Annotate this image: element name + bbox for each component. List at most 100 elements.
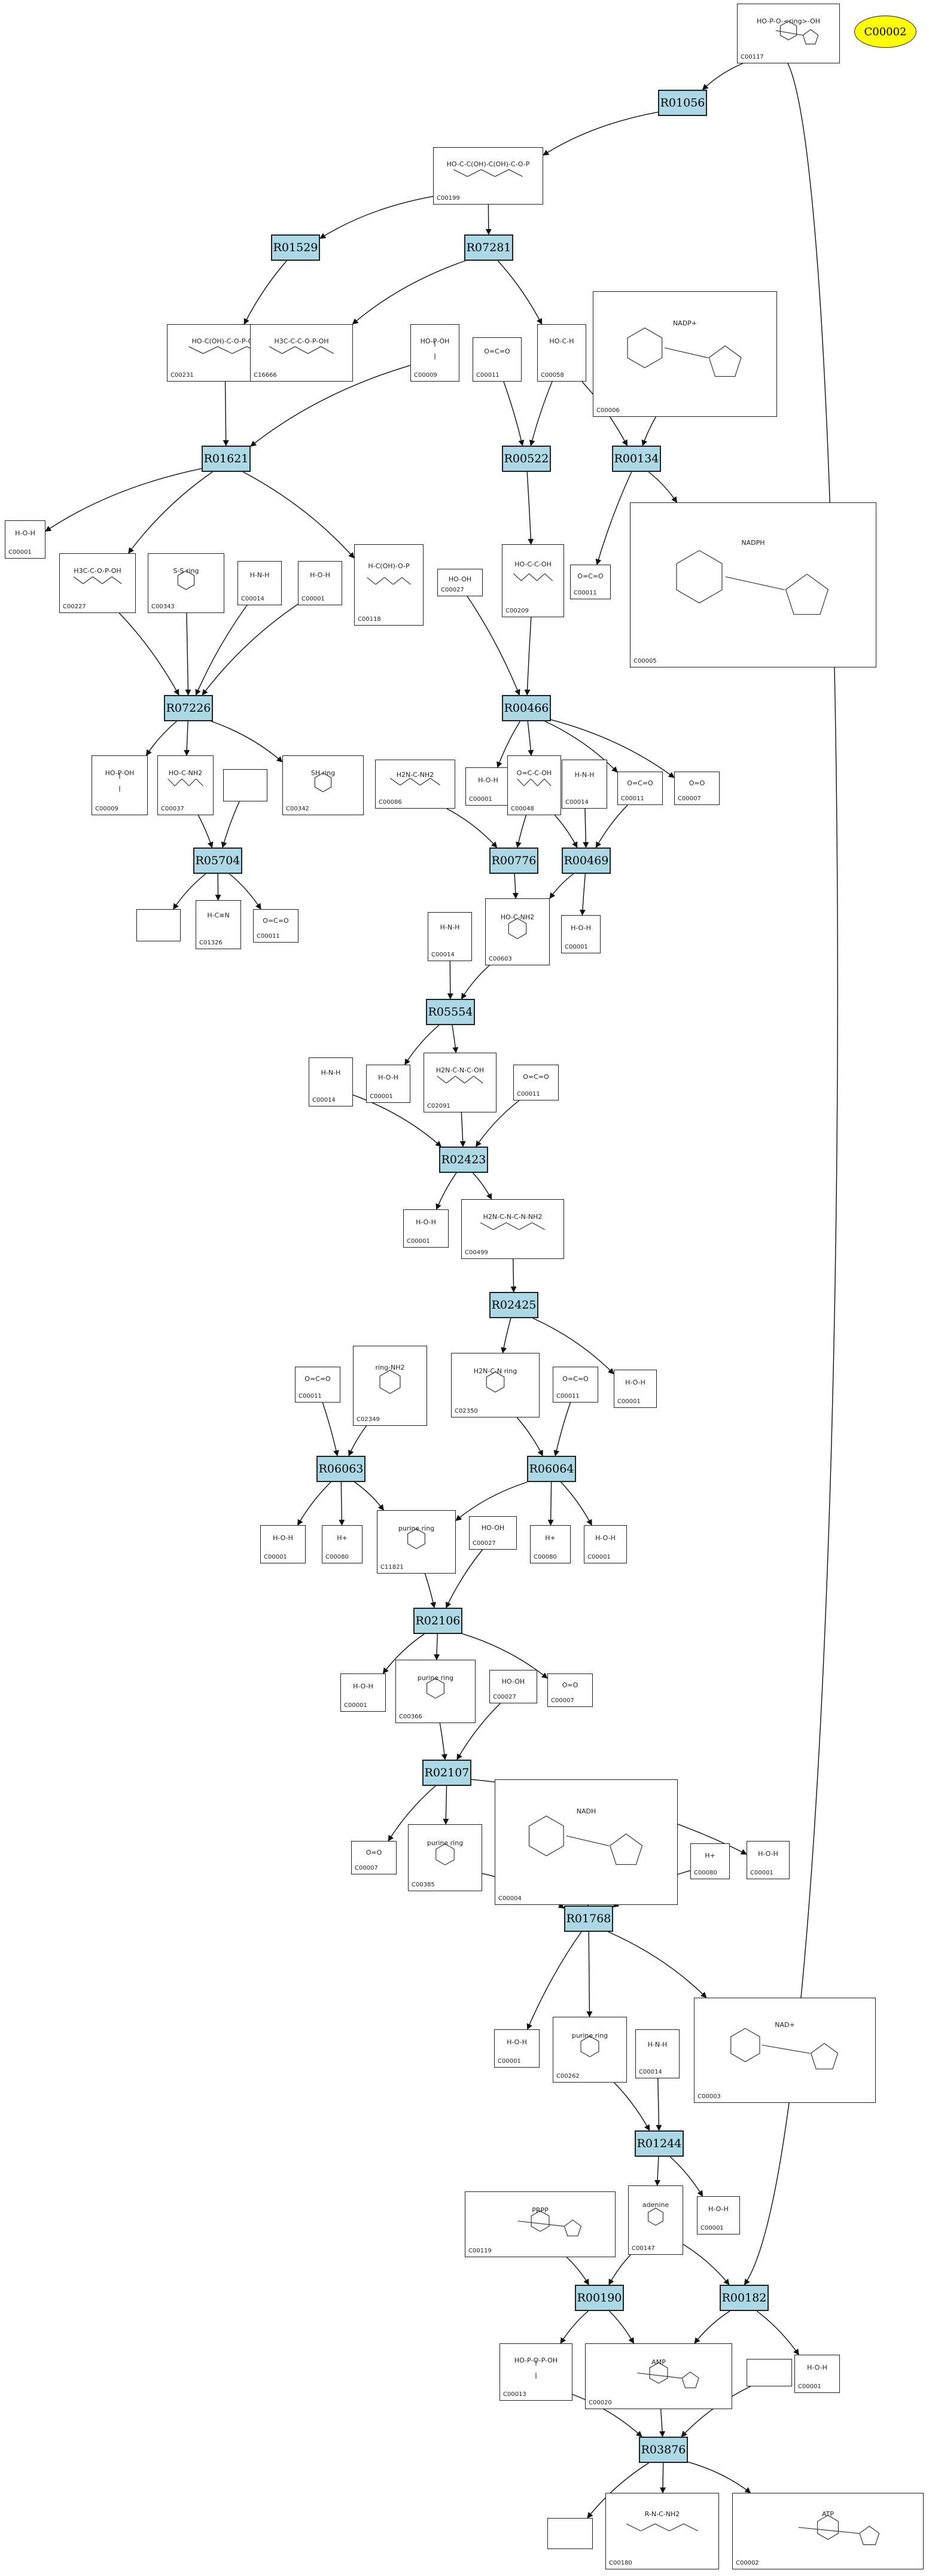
reaction-node-r06063[interactable]: R06063 (316, 1456, 365, 1482)
reaction-node-r01244[interactable]: R01244 (635, 2130, 684, 2157)
compound-c00006[interactable]: NADP+C00006 (593, 291, 777, 417)
edge-R02107-to-c00007_c (388, 1785, 436, 1842)
legend-node-c00002[interactable]: C00002 (854, 16, 916, 48)
compound-c00080[interactable]: H+C00080 (690, 1843, 730, 1879)
compound-c00080[interactable]: H+C00080 (322, 1525, 363, 1563)
compound-id-label: C00007 (678, 795, 701, 802)
reaction-node-r07281[interactable]: R07281 (464, 234, 513, 261)
reaction-node-r02425[interactable]: R02425 (489, 1292, 538, 1318)
reaction-node-r02423[interactable]: R02423 (439, 1147, 488, 1173)
reaction-node-r00134[interactable]: R00134 (612, 446, 661, 472)
compound-c00003[interactable]: NAD+C00003 (694, 1998, 876, 2103)
reaction-node-r05704[interactable]: R05704 (193, 848, 242, 874)
empty-compound-box[interactable] (136, 909, 181, 941)
empty-compound-box[interactable] (547, 2518, 593, 2549)
empty-compound-box[interactable] (747, 2359, 792, 2386)
reaction-node-r00469[interactable]: R00469 (562, 848, 611, 874)
edge-R07226-to-c00009_b (145, 721, 177, 756)
reaction-node-r05554[interactable]: R05554 (426, 999, 475, 1025)
empty-compound-box[interactable] (223, 769, 267, 801)
reaction-node-r00182[interactable]: R00182 (720, 2285, 769, 2311)
reaction-node-r02106[interactable]: R02106 (413, 1608, 462, 1634)
reaction-node-r06064[interactable]: R06064 (527, 1456, 576, 1482)
reaction-node-r00522[interactable]: R00522 (502, 446, 551, 472)
reaction-node-r02107[interactable]: R02107 (422, 1760, 471, 1786)
reaction-node-r01056[interactable]: R01056 (658, 90, 707, 116)
reaction-node-r01768[interactable]: R01768 (564, 1906, 613, 1932)
reaction-node-r00466[interactable]: R00466 (502, 695, 551, 721)
reaction-node-r00776[interactable]: R00776 (489, 848, 538, 874)
reaction-node-r01529[interactable]: R01529 (271, 234, 320, 261)
compound-c00080[interactable]: H+C00080 (530, 1525, 571, 1563)
reaction-node-r01621[interactable]: R01621 (202, 446, 251, 472)
reaction-node-r07226[interactable]: R07226 (164, 695, 213, 721)
reaction-node-r03876[interactable]: R03876 (639, 2437, 688, 2463)
reaction-node-r00190[interactable]: R00190 (575, 2285, 624, 2311)
